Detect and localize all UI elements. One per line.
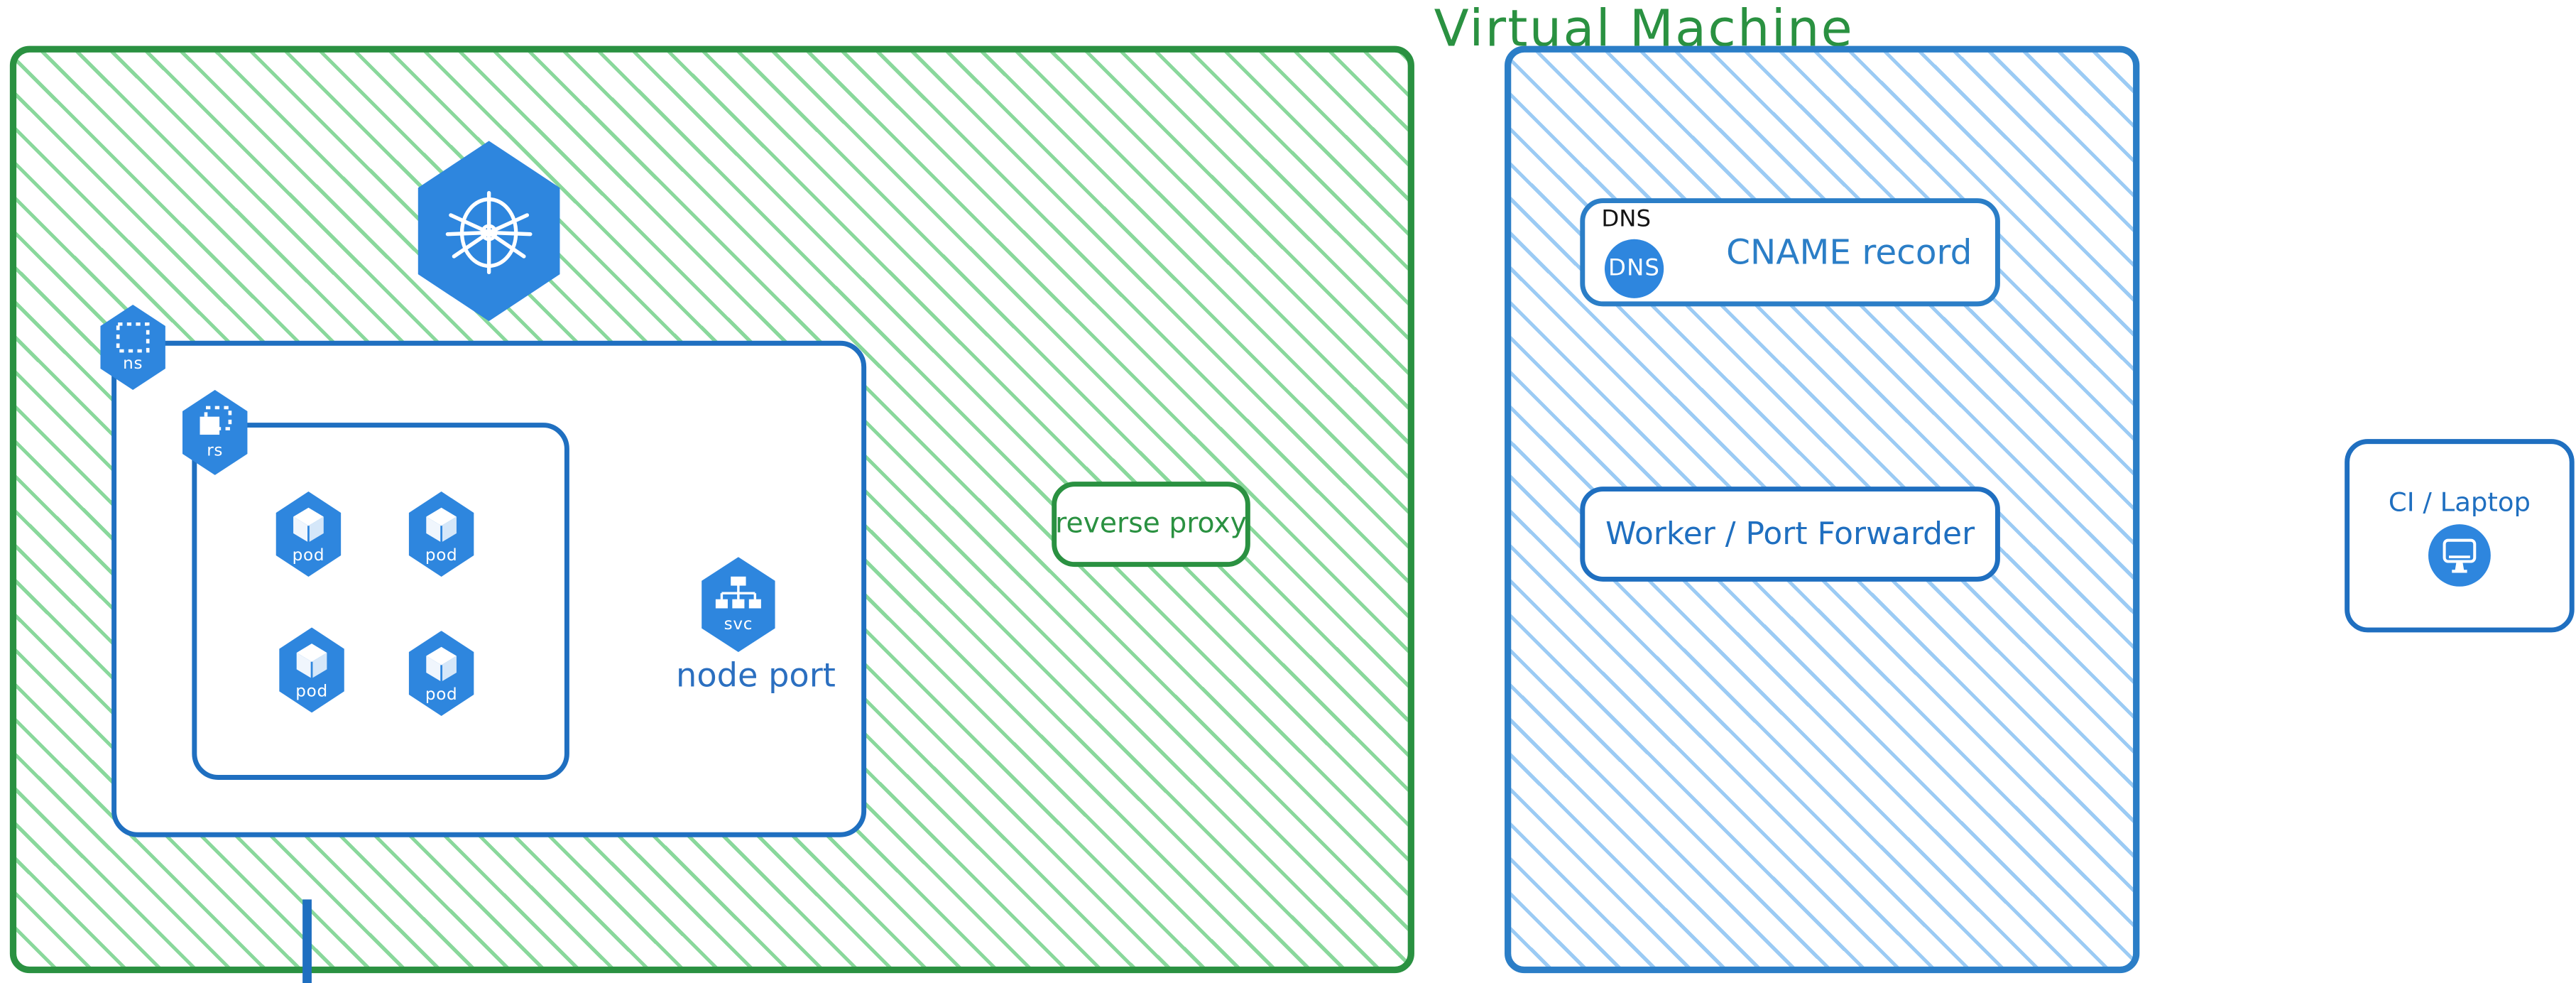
reverse-proxy-label: reverse proxy bbox=[1055, 508, 1247, 541]
dns-card[interactable]: DNS DNS CNAME record bbox=[1580, 198, 2000, 307]
service-badge-label: svc bbox=[724, 616, 753, 634]
pod-badge-label: pod bbox=[425, 686, 458, 705]
pod-badge-label: pod bbox=[295, 683, 328, 702]
worker-port-forwarder-box[interactable]: Worker / Port Forwarder bbox=[1580, 487, 2000, 582]
replicaset-badge-label: rs bbox=[207, 442, 224, 461]
dns-badge-icon: DNS bbox=[1604, 239, 1664, 298]
worker-port-forwarder-label: Worker / Port Forwarder bbox=[1605, 516, 1975, 553]
monitor-icon bbox=[2428, 523, 2491, 586]
ci-laptop-box[interactable]: CI / Laptop bbox=[2345, 439, 2575, 633]
reverse-proxy-box[interactable]: reverse proxy bbox=[1052, 482, 1250, 567]
pod-badge-label: pod bbox=[292, 547, 325, 565]
node-port-label: node port bbox=[676, 655, 836, 695]
namespace-badge-label: ns bbox=[123, 355, 143, 374]
dns-card-tag: DNS bbox=[1601, 206, 1652, 233]
replicaset-boundary-box bbox=[192, 423, 569, 780]
pod-badge-label: pod bbox=[425, 547, 458, 565]
ci-laptop-label: CI / Laptop bbox=[2388, 485, 2531, 517]
cname-record-label: CNAME record bbox=[1726, 232, 1972, 272]
